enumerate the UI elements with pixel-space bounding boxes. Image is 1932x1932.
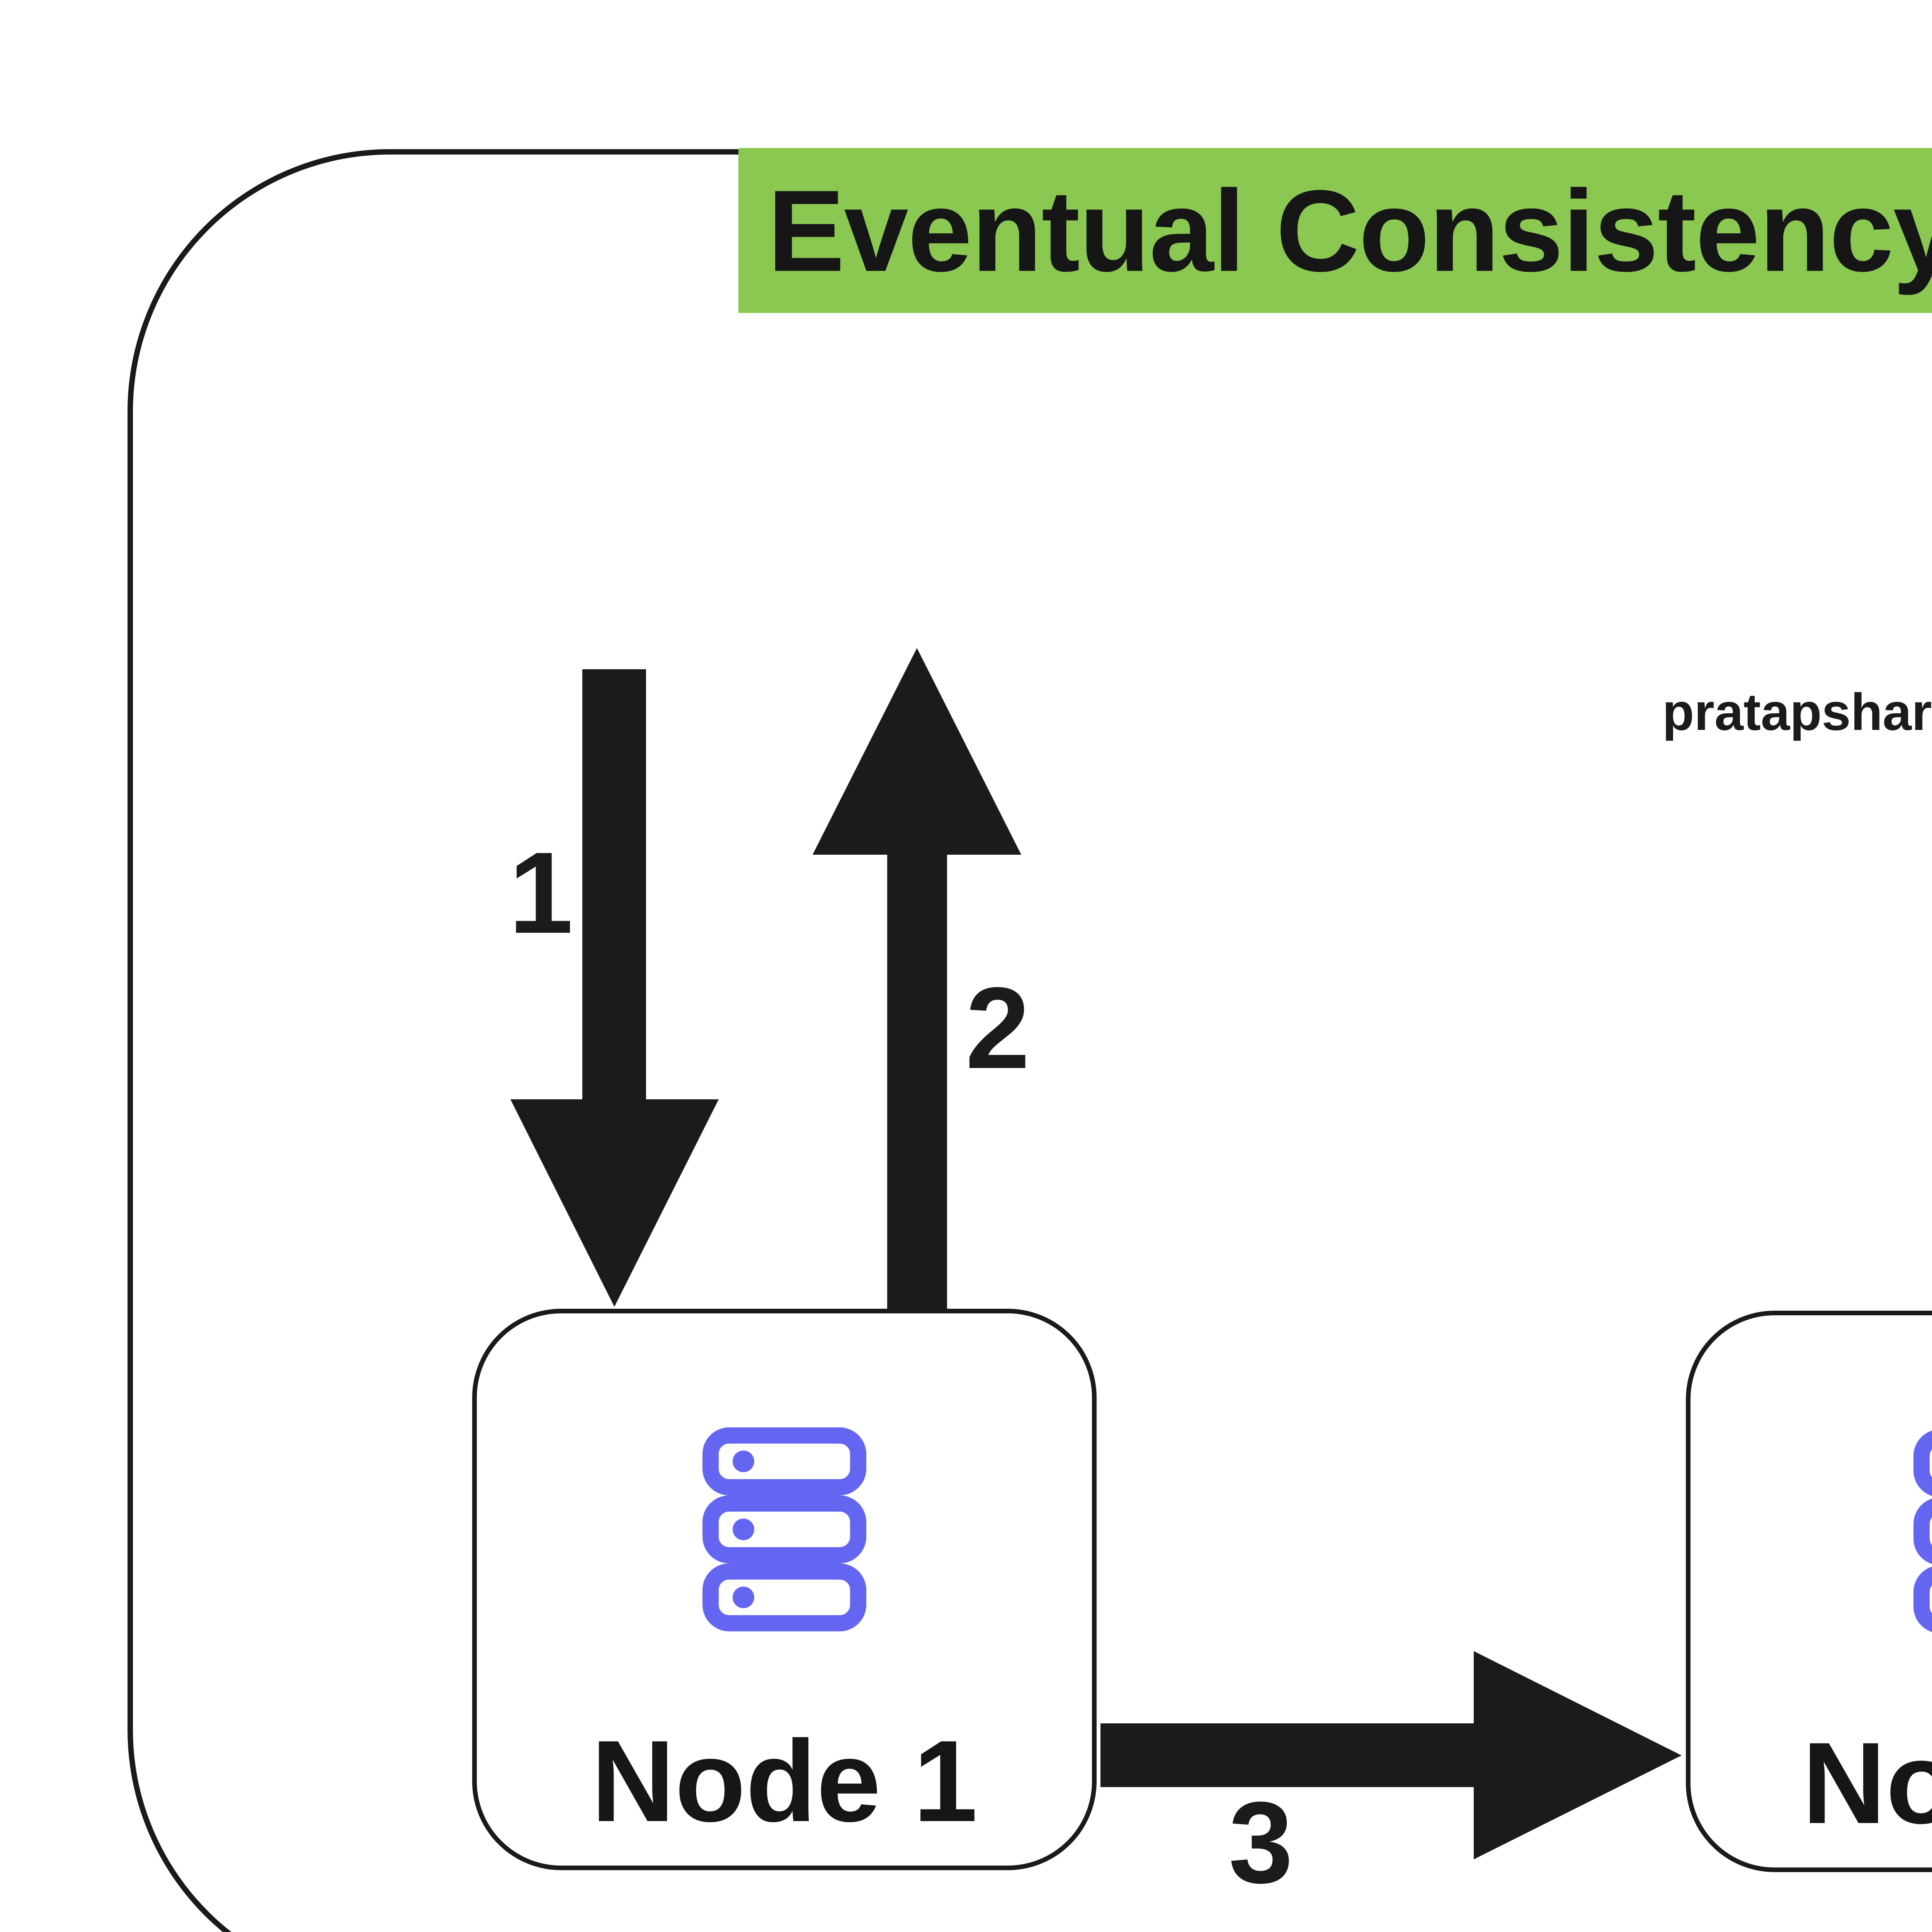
- watermark-text: pratapsharma.io: [1662, 683, 1932, 741]
- arrow-3-label: 3: [1228, 1777, 1293, 1907]
- diagram-title: Eventual Consistency: [767, 165, 1932, 296]
- arrow-2-label: 2: [965, 963, 1030, 1093]
- node-2-box: Node 2: [1686, 1311, 1932, 1872]
- node-1-label: Node 1: [591, 1716, 978, 1846]
- arrow-1-label: 1: [509, 828, 573, 957]
- server-icon: [1913, 1430, 1932, 1632]
- node-2-label: Node 2: [1802, 1718, 1932, 1848]
- node-1-box: Node 1: [472, 1309, 1097, 1870]
- title-highlight-band: Eventual Consistency: [738, 148, 1932, 313]
- server-icon: [702, 1427, 866, 1631]
